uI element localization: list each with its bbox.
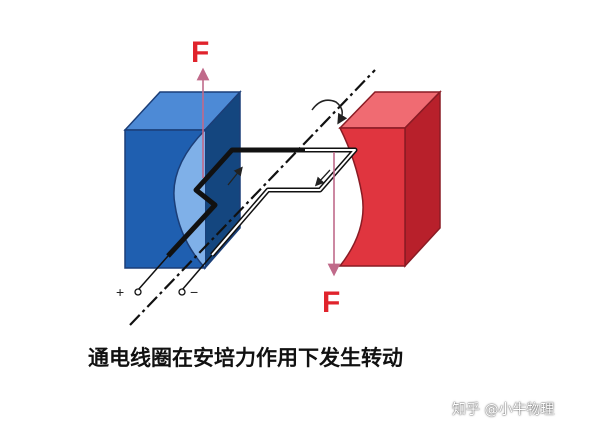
negative-terminal-label: −	[190, 284, 198, 300]
left-magnet	[123, 90, 242, 270]
negative-terminal-dot	[178, 288, 186, 296]
top-force-label: F	[191, 36, 209, 69]
coil-wire	[166, 147, 305, 258]
lead-wire-positive	[137, 255, 169, 291]
current-arrow-left	[227, 166, 243, 186]
positive-terminal-label: +	[116, 284, 124, 300]
right-magnet	[338, 90, 442, 268]
rotation-arrow	[311, 99, 348, 125]
caption: 通电线圈在安培力作用下发生转动	[88, 346, 403, 370]
current-arrow-right	[314, 169, 331, 187]
positive-terminal-dot	[134, 288, 142, 296]
rotation-axis	[129, 69, 376, 326]
lead-wire-negative	[181, 254, 213, 291]
bottom-force-label: F	[322, 286, 340, 319]
watermark: 知乎 @小牛物理	[452, 402, 555, 418]
